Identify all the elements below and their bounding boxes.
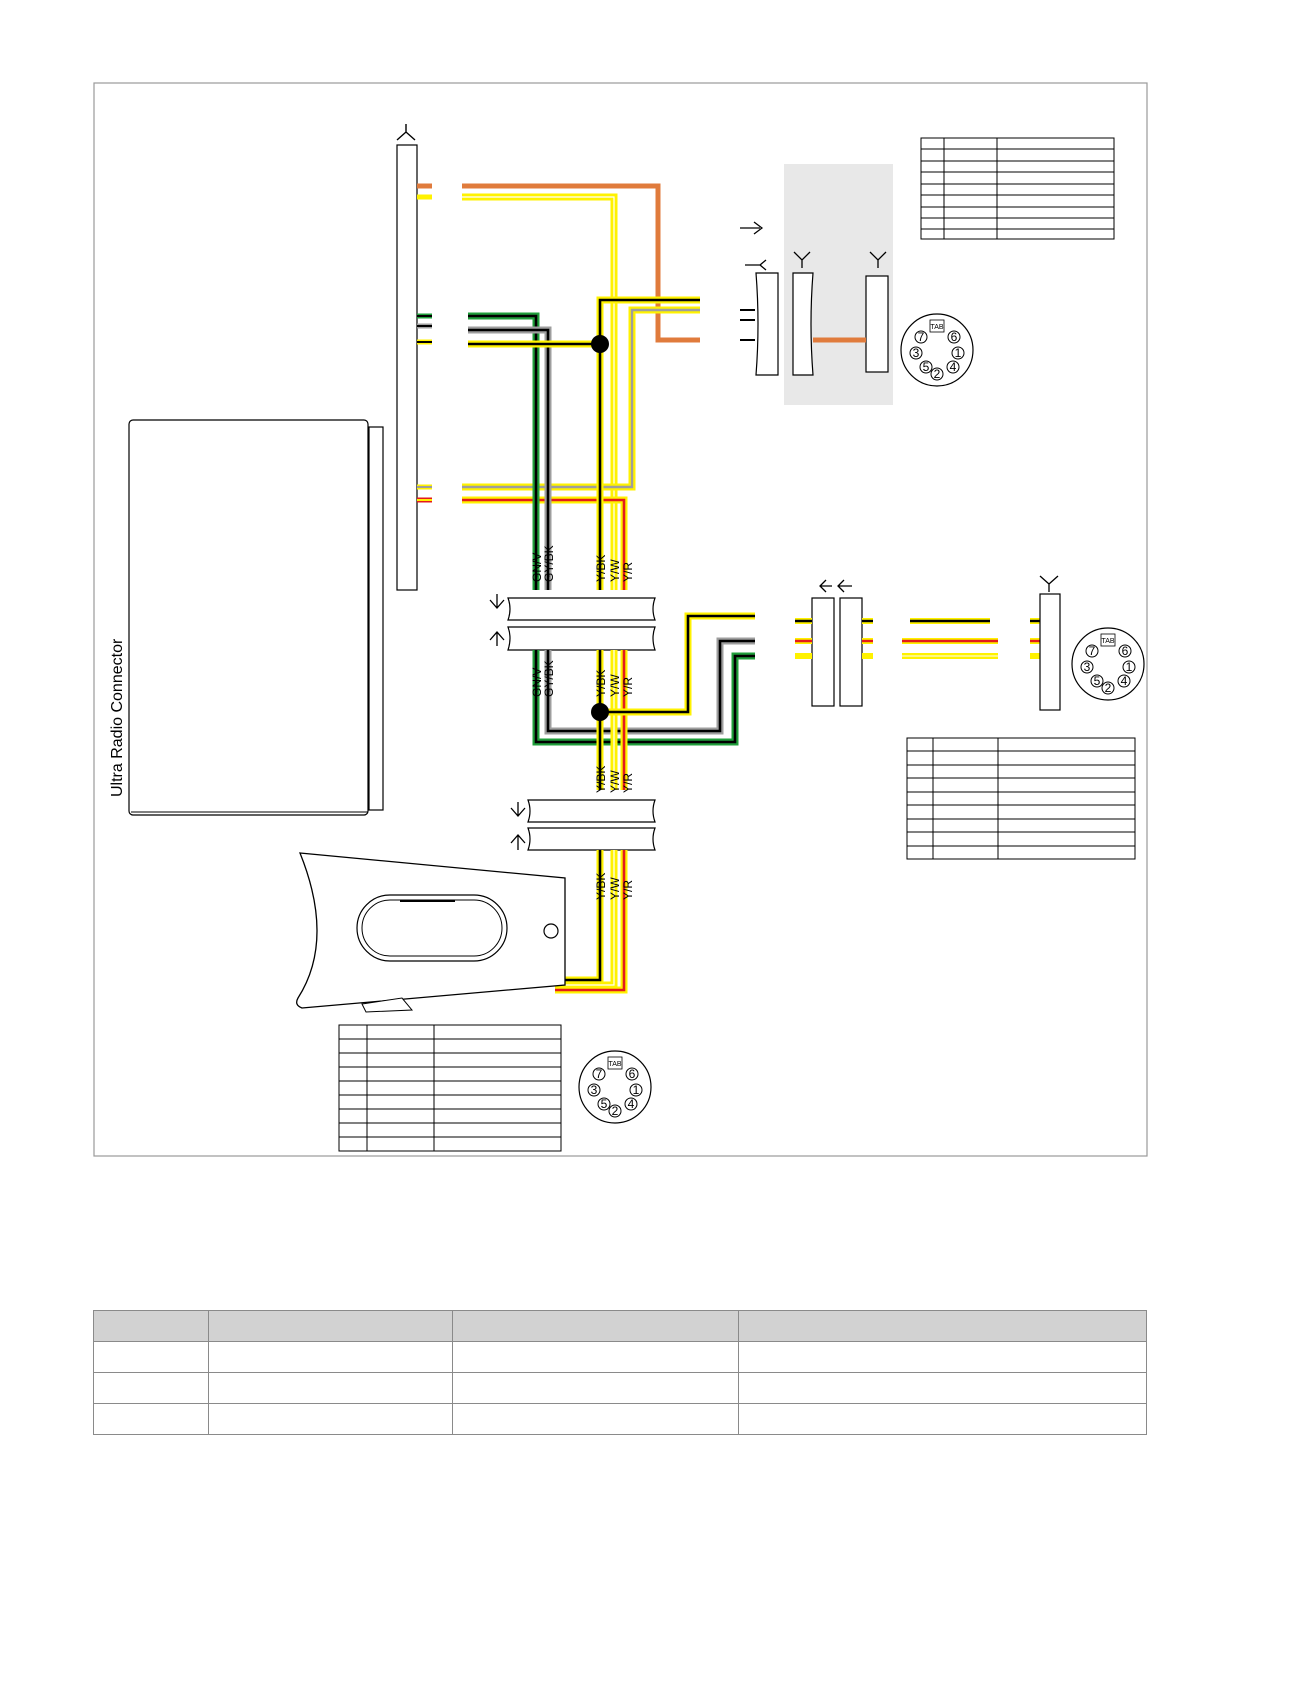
bottom-wire-labels: Y/BK Y/W Y/R	[594, 873, 635, 900]
pin-label: 3	[913, 346, 920, 360]
wire-label: GY/BK	[542, 660, 556, 697]
connector-pair-upper	[755, 272, 889, 376]
table-row	[93, 1403, 1147, 1435]
table-header-cell	[93, 1310, 209, 1342]
socket-symbol-icon	[1039, 575, 1059, 592]
wire-label: Y/W	[608, 877, 622, 900]
pin-label: 4	[628, 1097, 635, 1111]
wire-label: Y/R	[621, 773, 635, 793]
speaker-housing	[296, 852, 566, 1013]
module-connector-socket-symbol	[396, 124, 416, 141]
right-middle-wires	[795, 618, 1040, 659]
wire-label: Y/BK	[594, 873, 608, 900]
pin-label: 4	[1121, 674, 1128, 688]
end-connector-middle	[1039, 593, 1061, 711]
pin-symbol-icon	[745, 259, 767, 271]
wire-label: GN/V	[530, 668, 544, 697]
module-label: Ultra Radio Connector	[109, 638, 126, 797]
pinout-table-middle	[906, 737, 1136, 860]
pin-label: 2	[934, 367, 941, 381]
inline-connector-lower	[510, 799, 656, 851]
table-header-cell	[451, 1310, 740, 1342]
tab-label: TAB	[608, 1061, 621, 1068]
pin-label: 7	[918, 330, 925, 344]
pin-label: 7	[1089, 644, 1096, 658]
table-header-row	[93, 1310, 1147, 1342]
wire-label: Y/R	[621, 880, 635, 900]
connector-pair-middle	[811, 597, 863, 707]
pin-symbol-icon	[819, 579, 832, 593]
wire-label: GY/BK	[542, 545, 556, 582]
middle-wire-bundle	[532, 612, 755, 790]
pin-label: 5	[601, 1097, 608, 1111]
pin-label: 6	[951, 330, 958, 344]
tab-label: TAB	[930, 324, 943, 331]
pin-label: 2	[1105, 681, 1112, 695]
pin-label: 1	[1126, 660, 1133, 674]
splice-middle	[591, 703, 609, 721]
splice-top	[591, 335, 609, 353]
socket-symbol-icon	[793, 251, 811, 268]
table-header-cell	[738, 1310, 1147, 1342]
connector-face-upper: TAB 7 6 3 1 5 4 2	[900, 313, 974, 387]
upper-wire-labels: GN/V GY/BK Y/BK Y/W Y/R	[530, 545, 635, 582]
diagram-frame	[93, 82, 1148, 1157]
socket-symbol-icon	[869, 251, 887, 268]
table-header-cell	[207, 1310, 453, 1342]
pin-label: 3	[1084, 660, 1091, 674]
pin-label: 5	[923, 360, 930, 374]
pin-label: 7	[596, 1067, 603, 1081]
wire-label: Y/W	[608, 559, 622, 582]
pin-label: 6	[1122, 644, 1129, 658]
connector-face-bottom: TAB 7 6 3 1 5 4 2	[578, 1050, 652, 1124]
pin-label: 4	[950, 360, 957, 374]
wire-label: Y/R	[621, 562, 635, 582]
radio-module	[128, 419, 384, 816]
pin-label: 5	[1094, 674, 1101, 688]
pinout-table-bottom	[338, 1024, 562, 1152]
middle-wire-labels: GN/V GY/BK Y/BK Y/W Y/R	[530, 660, 635, 697]
pin-label: 6	[629, 1067, 636, 1081]
connector-face-middle: TAB 7 6 3 1 5 4 2	[1071, 627, 1145, 701]
direction-arrow-icon	[740, 221, 764, 235]
lower-wire-labels: Y/BK Y/W Y/R	[594, 766, 635, 793]
pin-label: 2	[612, 1104, 619, 1118]
wire-label: Y/W	[608, 674, 622, 697]
wire-label: Y/W	[608, 770, 622, 793]
pin-label: 1	[955, 346, 962, 360]
wire-label: Y/BK	[594, 555, 608, 582]
tab-label: TAB	[1101, 638, 1114, 645]
pin-label: 1	[633, 1083, 640, 1097]
pinout-table-upper	[920, 137, 1115, 240]
table-row	[93, 1372, 1147, 1404]
bottom-wire-bundle	[439, 850, 628, 996]
wire-label: Y/BK	[594, 670, 608, 697]
wire-label: GN/V	[530, 553, 544, 582]
inline-connector-upper	[489, 594, 656, 651]
table-row	[93, 1341, 1147, 1373]
legend-table	[93, 1310, 1147, 1435]
wire-label: Y/R	[621, 677, 635, 697]
top-wire-bundle	[417, 183, 755, 590]
pin-symbol-icon	[837, 579, 852, 593]
module-connector	[396, 144, 418, 591]
pin-label: 3	[591, 1083, 598, 1097]
wire-label: Y/BK	[594, 766, 608, 793]
